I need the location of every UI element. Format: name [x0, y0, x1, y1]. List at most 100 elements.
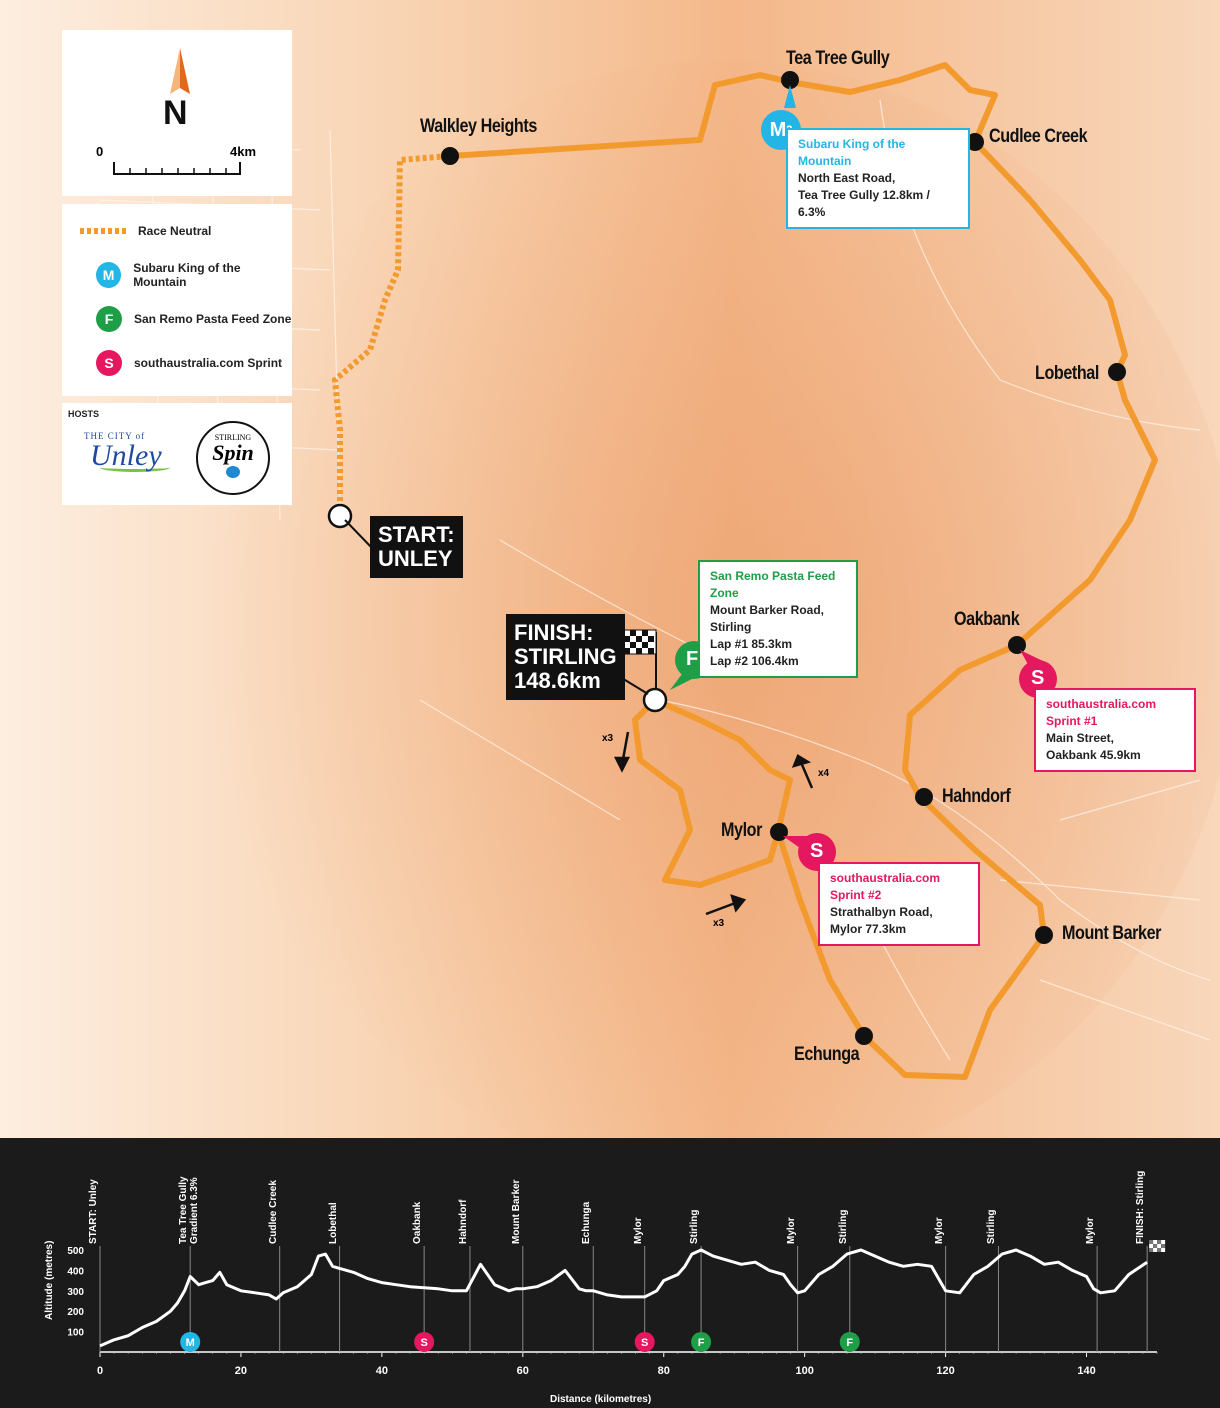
- lap-label-b: x4: [818, 768, 830, 779]
- lap-label-a: x3: [602, 733, 614, 744]
- compass-panel: N 0 4km: [62, 30, 292, 196]
- unley-logo: THE CITY of Unley: [80, 431, 180, 491]
- profile-marker-label: Mylor: [933, 1217, 945, 1244]
- scale-bar: [113, 162, 241, 175]
- stirling-logo-big: Spin: [212, 440, 254, 465]
- profile-marker-label: Tea Tree Gully Gradient 6.3%: [178, 1176, 201, 1244]
- town-label-oakbank: Oakbank: [954, 609, 1020, 630]
- x-tick-label: 80: [658, 1365, 670, 1377]
- profile-marker-label: Hahndorf: [457, 1199, 469, 1244]
- legend-panel: Race Neutral M Subaru King of the Mounta…: [62, 204, 292, 396]
- kom-callout-line2: Tea Tree Gully 12.8km / 6.3%: [798, 188, 930, 219]
- profile-marker-label: Stirling: [837, 1209, 849, 1244]
- start-connector: [344, 519, 373, 549]
- route-map: N 0 4km Race Neutral M Subaru King of th…: [0, 0, 1220, 1138]
- y-tick-label: 100: [67, 1328, 84, 1339]
- y-tick-label: 500: [67, 1246, 84, 1257]
- x-tick-label: 20: [235, 1365, 247, 1377]
- stirling-logo-top: STIRLING: [214, 433, 252, 442]
- profile-marker-label: Oakbank: [412, 1201, 424, 1244]
- race-neutral-swatch: [80, 228, 126, 234]
- north-arrow-icon: [170, 48, 190, 94]
- feed-callout-line3: Lap #1 85.3km: [710, 637, 793, 651]
- sprint2-pin-letter: S: [810, 840, 824, 862]
- scale-end: 4km: [230, 144, 257, 159]
- town-dot-mylor: [770, 823, 788, 841]
- profile-marker-label: Stirling: [689, 1209, 701, 1244]
- kom-callout: Subaru King of the Mountain North East R…: [786, 128, 970, 229]
- kom-callout-line1: North East Road,: [798, 171, 896, 185]
- scale-start: 0: [96, 144, 104, 159]
- profile-badge: [180, 1332, 201, 1352]
- sprint2-callout-line1: Strathalbyn Road,: [830, 905, 933, 919]
- profile-marker-label: START: Unley: [88, 1179, 99, 1244]
- town-dot-mountbarker: [1035, 926, 1053, 944]
- profile-marker-label: FINISH: Stirling: [1135, 1170, 1147, 1244]
- sprint-badge: S: [96, 350, 122, 376]
- x-tick-label: 40: [376, 1365, 388, 1377]
- sprint1-callout-line1: Main Street,: [1046, 731, 1115, 745]
- profile-badge-letter: S: [641, 1337, 648, 1349]
- profile-badge: [414, 1332, 435, 1352]
- profile-badge-letter: S: [420, 1337, 427, 1349]
- town-label-hahndorf: Hahndorf: [942, 786, 1011, 807]
- y-tick-label: 400: [67, 1266, 84, 1277]
- finish-marker: [642, 687, 668, 713]
- feed-callout: San Remo Pasta Feed Zone Mount Barker Ro…: [698, 560, 858, 678]
- feed-callout-line1: Mount Barker Road,: [710, 603, 825, 617]
- feed-callout-title: San Remo Pasta Feed Zone: [710, 569, 836, 600]
- profile-marker-label: Cudlee Creek: [267, 1180, 279, 1244]
- legend-sprint: S southaustralia.com Sprint: [96, 350, 282, 376]
- town-label-mylor: Mylor: [721, 820, 762, 841]
- legend-feed: F San Remo Pasta Feed Zone: [96, 306, 291, 332]
- hosts-heading: HOSTS: [68, 409, 100, 419]
- sprint1-pin-letter: S: [1031, 667, 1045, 689]
- x-tick-label: 60: [517, 1365, 529, 1377]
- profile-badge-letter: F: [698, 1337, 705, 1349]
- bird-icon: [226, 466, 240, 478]
- profile-marker-label: Mount Barker: [510, 1179, 522, 1244]
- kom-badge: M: [96, 262, 122, 288]
- town-label-lobethal: Lobethal: [1035, 363, 1099, 384]
- legend-label: Race Neutral: [138, 224, 212, 238]
- x-axis-label: Distance (kilometres): [550, 1394, 652, 1405]
- stirling-circuit: [632, 697, 781, 888]
- town-dot-teatree: [781, 71, 799, 89]
- race-route: [449, 62, 1158, 1080]
- unley-logo-swoosh: [100, 463, 170, 472]
- sprint2-callout-title: southaustralia.com Sprint #2: [830, 871, 941, 902]
- finish-line3: 148.6km: [514, 668, 601, 693]
- legend-label: Subaru King of the Mountain: [133, 261, 241, 289]
- kom-callout-title: Subaru King of the Mountain: [798, 137, 906, 168]
- stirling-spin-logo: STIRLING Spin: [196, 421, 270, 495]
- legend-kom: M Subaru King of the Mountain: [96, 261, 292, 289]
- lap-arrows: [613, 731, 814, 916]
- town-dot-walkley: [441, 147, 459, 165]
- x-tick-label: 120: [936, 1365, 954, 1377]
- town-label-teatree: Tea Tree Gully: [786, 48, 890, 69]
- profile-badge: [839, 1332, 860, 1352]
- y-tick-label: 200: [67, 1307, 84, 1318]
- lap-label-c: x3: [713, 918, 725, 929]
- unley-logo-big: Unley: [90, 439, 162, 472]
- start-label: START: UNLEY: [370, 516, 463, 578]
- town-dots: [441, 71, 1126, 1045]
- profile-marker-label: Stirling: [986, 1209, 998, 1244]
- altitude-series-line: [99, 1248, 1148, 1348]
- town-dot-oakbank: [1008, 636, 1026, 654]
- profile-badge-letter: M: [186, 1337, 195, 1349]
- hosts-panel: HOSTS THE CITY of Unley STIRLING Spin: [62, 403, 292, 505]
- profile-marker-label: Mylor: [785, 1217, 797, 1244]
- legend-label: southaustralia.com Sprint: [134, 356, 283, 370]
- profile-badge: [691, 1332, 712, 1352]
- sprint1-callout-title: southaustralia.com Sprint #1: [1046, 697, 1157, 728]
- town-dot-hahndorf: [915, 788, 933, 806]
- profile-badge: [634, 1332, 655, 1352]
- sprint2-pin: [783, 833, 836, 871]
- town-label-echunga: Echunga: [794, 1044, 860, 1065]
- y-axis-label: Altitude (metres): [44, 1240, 55, 1320]
- profile-marker-label: Echunga: [581, 1201, 593, 1244]
- profile-marker-label: Mylor: [632, 1217, 644, 1244]
- profile-marker-label: Lobethal: [327, 1202, 339, 1244]
